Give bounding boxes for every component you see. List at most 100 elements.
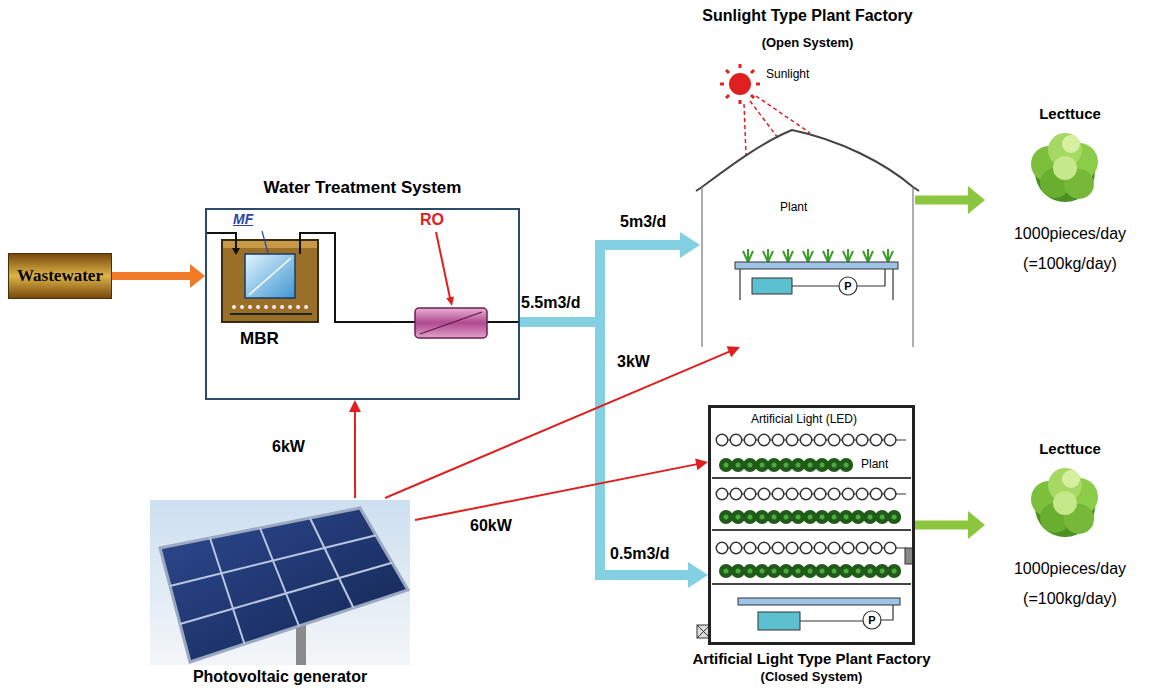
factory-subheading: (Open System) (670, 36, 945, 51)
edge-label: 6kW (272, 438, 305, 456)
connector-line (915, 196, 969, 205)
mbr-tank (222, 240, 318, 322)
sun (726, 95, 729, 98)
part-label: MF (233, 211, 253, 227)
mbr-tank (223, 241, 317, 248)
closed-factory-interior (722, 542, 902, 555)
sun (720, 64, 760, 104)
leader-arrow (436, 232, 450, 298)
pipe (487, 321, 519, 323)
leader-arrow (436, 232, 454, 306)
sun-ray (744, 96, 810, 155)
closed-factory-interior (726, 458, 848, 472)
closed-factory-interior (716, 548, 906, 549)
sun (720, 83, 724, 86)
part-label: Plant (780, 201, 830, 215)
arrow-head (680, 232, 700, 258)
ro-module (415, 308, 487, 338)
arrow-head (968, 186, 985, 214)
closed-factory-interior (722, 543, 902, 553)
arrow-head (190, 264, 205, 288)
closed-factory-interior (726, 515, 898, 520)
product-name: Lecttuce (985, 105, 1155, 122)
water-flow (520, 232, 700, 322)
closed-factory-interior (722, 488, 902, 501)
solar-panel (180, 563, 392, 624)
lettuce-picture (1031, 468, 1098, 537)
solar-panel (170, 518, 392, 644)
greenhouse-outline (700, 125, 915, 347)
water-flow (520, 322, 708, 588)
closed-factory-interior (758, 612, 800, 630)
closed-factory-interior (726, 564, 898, 578)
sun (751, 95, 754, 98)
greenhouse-interior (892, 269, 893, 300)
solar-panel (160, 508, 408, 662)
connector-line (915, 520, 969, 529)
closed-factory-interior (726, 463, 848, 468)
output-rate: 1000pieces/day (=100kg/day) (985, 219, 1155, 279)
arrow-head (727, 346, 740, 357)
closed-factory-interior (863, 611, 881, 629)
power-line (415, 458, 708, 520)
lettuce-output: Lecttuce 1000pieces/day (=100kg/day) (985, 105, 1155, 295)
mbr-tank (249, 258, 291, 295)
solar-panel (310, 518, 354, 608)
greenhouse-interior (839, 277, 857, 295)
pump-letter: P (868, 614, 875, 627)
sun-ray (750, 101, 778, 138)
greenhouse-interior (735, 262, 898, 269)
solar-panel (260, 528, 299, 626)
closed-factory-interior (800, 620, 863, 621)
sun (739, 100, 742, 104)
greenhouse-interior (735, 249, 898, 300)
mbr-tank (230, 313, 312, 315)
closed-factory-interior (726, 510, 898, 524)
solar-panel (150, 500, 410, 665)
treatment-system-box: Water Treatment System (205, 208, 520, 400)
closed-factory-interior (726, 569, 898, 574)
greenhouse-interior (792, 285, 839, 286)
power-line (349, 400, 361, 498)
closed-factory: Artificial Light (LED)PlantArtificial Li… (708, 405, 915, 645)
connector-line (354, 411, 356, 498)
greenhouse-interior (739, 269, 740, 300)
sun (726, 70, 729, 73)
pipe-arrow (232, 248, 240, 255)
connector-line (112, 272, 191, 280)
factory-subheading: (Closed System) (668, 670, 955, 685)
leader-line (262, 231, 268, 253)
ro-module (420, 312, 482, 334)
product-flow (915, 511, 985, 539)
sun (720, 64, 760, 104)
part-label: Sunlight (766, 68, 809, 82)
box-heading: Water Treatment System (207, 178, 518, 198)
solar-panel (170, 535, 376, 586)
edge-label: 5m3/d (620, 213, 666, 231)
closed-factory-interior (712, 477, 911, 479)
flow-rate: 5.5m3/d (521, 294, 581, 312)
mbr-tank (234, 305, 308, 309)
lettuce-output: Lecttuce1000pieces/day (=100kg/day) (985, 440, 1155, 625)
source-box: Wastewater (8, 253, 112, 299)
sun-ray (756, 96, 810, 133)
greenhouse-interior (857, 269, 885, 286)
closed-factory-interior (712, 583, 911, 585)
solar-panel (210, 538, 245, 644)
sun (729, 73, 751, 95)
closed-factory-interior (722, 489, 902, 499)
closed-factory-interior (722, 434, 902, 447)
edge-label: 60kW (470, 517, 512, 535)
closed-factory-interior (738, 598, 900, 605)
sun (756, 83, 760, 86)
pv-generator: Photovoltaic generator (145, 498, 415, 690)
part-label: MBR (240, 329, 279, 349)
picture-caption: Photovoltaic generator (145, 668, 415, 686)
edge-label: 3kW (617, 353, 650, 371)
arrow-head (349, 400, 361, 412)
part-label: Artificial Light (LED) (751, 413, 901, 427)
